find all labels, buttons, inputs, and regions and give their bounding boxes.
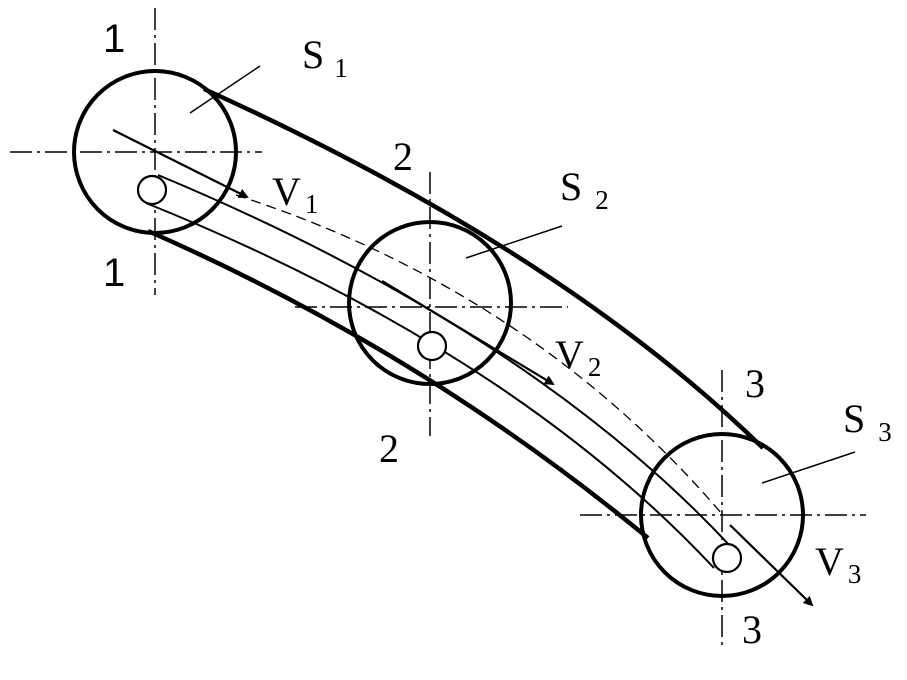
velocity-1-subscript: 1 — [305, 189, 319, 219]
velocity-2-subscript: 2 — [588, 352, 602, 382]
inner-tube-lower-line — [145, 202, 715, 569]
area-3-subscript: 3 — [878, 417, 892, 447]
tube-axis-dashed — [235, 194, 723, 515]
inner-tube-start-circle — [136, 174, 168, 206]
area-2-leader-line — [465, 225, 563, 259]
section-3-label-top: 3 — [745, 361, 765, 406]
section-2-label-top: 2 — [393, 134, 413, 179]
velocity-3-arrow — [729, 524, 814, 607]
area-2-subscript: 2 — [595, 185, 609, 215]
velocity-2-arrow — [381, 280, 555, 386]
area-3-leader-line — [761, 451, 856, 484]
section-2-label-bottom: 2 — [379, 426, 399, 471]
inner-tube-middle-circle — [416, 330, 448, 362]
section-3-label-bottom: 3 — [742, 607, 762, 652]
section-1-label-top: 1 — [103, 17, 125, 61]
velocity-3-letter: V — [815, 539, 844, 584]
area-1-leader-line — [189, 65, 261, 114]
area-1-letter: S — [302, 32, 324, 77]
velocity-2-letter: V — [555, 332, 584, 377]
tube-lower-wall — [147, 228, 650, 540]
velocity-1-arrow — [112, 129, 249, 198]
area-3-letter: S — [843, 396, 865, 441]
area-2-letter: S — [560, 164, 582, 209]
section-3-circle — [639, 432, 805, 598]
tube-upper-wall — [203, 86, 765, 450]
area-1-subscript: 1 — [334, 53, 348, 83]
inner-tube-upper-line — [157, 174, 734, 550]
inner-tube-end-circle — [711, 542, 743, 574]
section-1-label-bottom: 1 — [103, 251, 125, 295]
velocity-1-letter: V — [272, 169, 301, 214]
velocity-3-subscript: 3 — [848, 559, 862, 589]
section-1-circle — [72, 69, 238, 235]
section-2-circle — [347, 220, 513, 386]
